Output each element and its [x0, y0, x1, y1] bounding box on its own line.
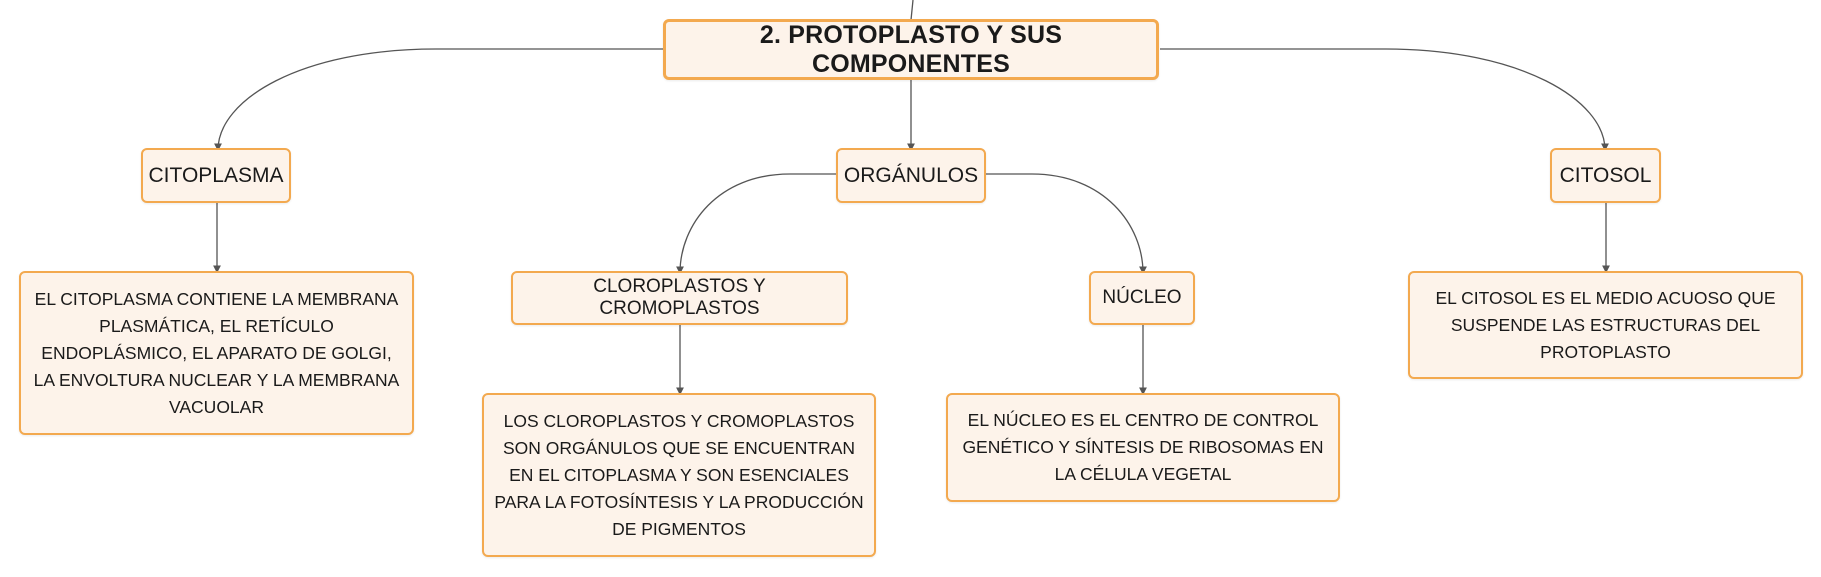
connector-root-citoplasma — [214, 48, 664, 152]
citoplasma-node-label: CITOPLASMA — [148, 163, 284, 187]
citosol-node-label: CITOSOL — [1559, 163, 1652, 187]
root-node[interactable]: 2. PROTOPLASTO Y SUS COMPONENTES — [663, 19, 1159, 80]
citoplasma-node[interactable]: CITOPLASMA — [141, 148, 291, 203]
nucleo-node-label: NÚCLEO — [1102, 287, 1182, 308]
citosol-detail-text: EL CITOSOL ES EL MEDIO ACUOSO QUE SUSPEN… — [1435, 287, 1776, 362]
root-node-label: 2. PROTOPLASTO Y SUS COMPONENTES — [759, 20, 1063, 78]
connector-root-citosol — [1160, 48, 1609, 152]
connector-organulos-cloroplastos — [676, 173, 836, 275]
citosol-node[interactable]: CITOSOL — [1550, 148, 1661, 203]
connector-organulos-nucleo — [986, 173, 1147, 275]
organulos-node-label: ORGÁNULOS — [843, 163, 979, 187]
cloroplastos-detail-text: LOS CLOROPLASTOS Y CROMOPLASTOS SON ORGÁ… — [494, 410, 864, 539]
cloroplastos-node[interactable]: CLOROPLASTOS Y CROMOPLASTOS — [511, 271, 848, 325]
connector-parent-root — [910, 0, 914, 21]
nucleo-detail-node[interactable]: EL NÚCLEO ES EL CENTRO DE CONTROL GENÉTI… — [946, 393, 1340, 502]
nucleo-node[interactable]: NÚCLEO — [1089, 271, 1195, 325]
citosol-detail-node[interactable]: EL CITOSOL ES EL MEDIO ACUOSO QUE SUSPEN… — [1408, 271, 1803, 379]
cloroplastos-node-label: CLOROPLASTOS Y CROMOPLASTOS — [593, 276, 766, 319]
cloroplastos-detail-node[interactable]: LOS CLOROPLASTOS Y CROMOPLASTOS SON ORGÁ… — [482, 393, 876, 557]
organulos-node[interactable]: ORGÁNULOS — [836, 148, 986, 203]
citoplasma-detail-text: EL CITOPLASMA CONTIENE LA MEMBRANA PLASM… — [33, 288, 400, 417]
nucleo-detail-text: EL NÚCLEO ES EL CENTRO DE CONTROL GENÉTI… — [962, 410, 1324, 484]
citoplasma-detail-node[interactable]: EL CITOPLASMA CONTIENE LA MEMBRANA PLASM… — [19, 271, 414, 435]
